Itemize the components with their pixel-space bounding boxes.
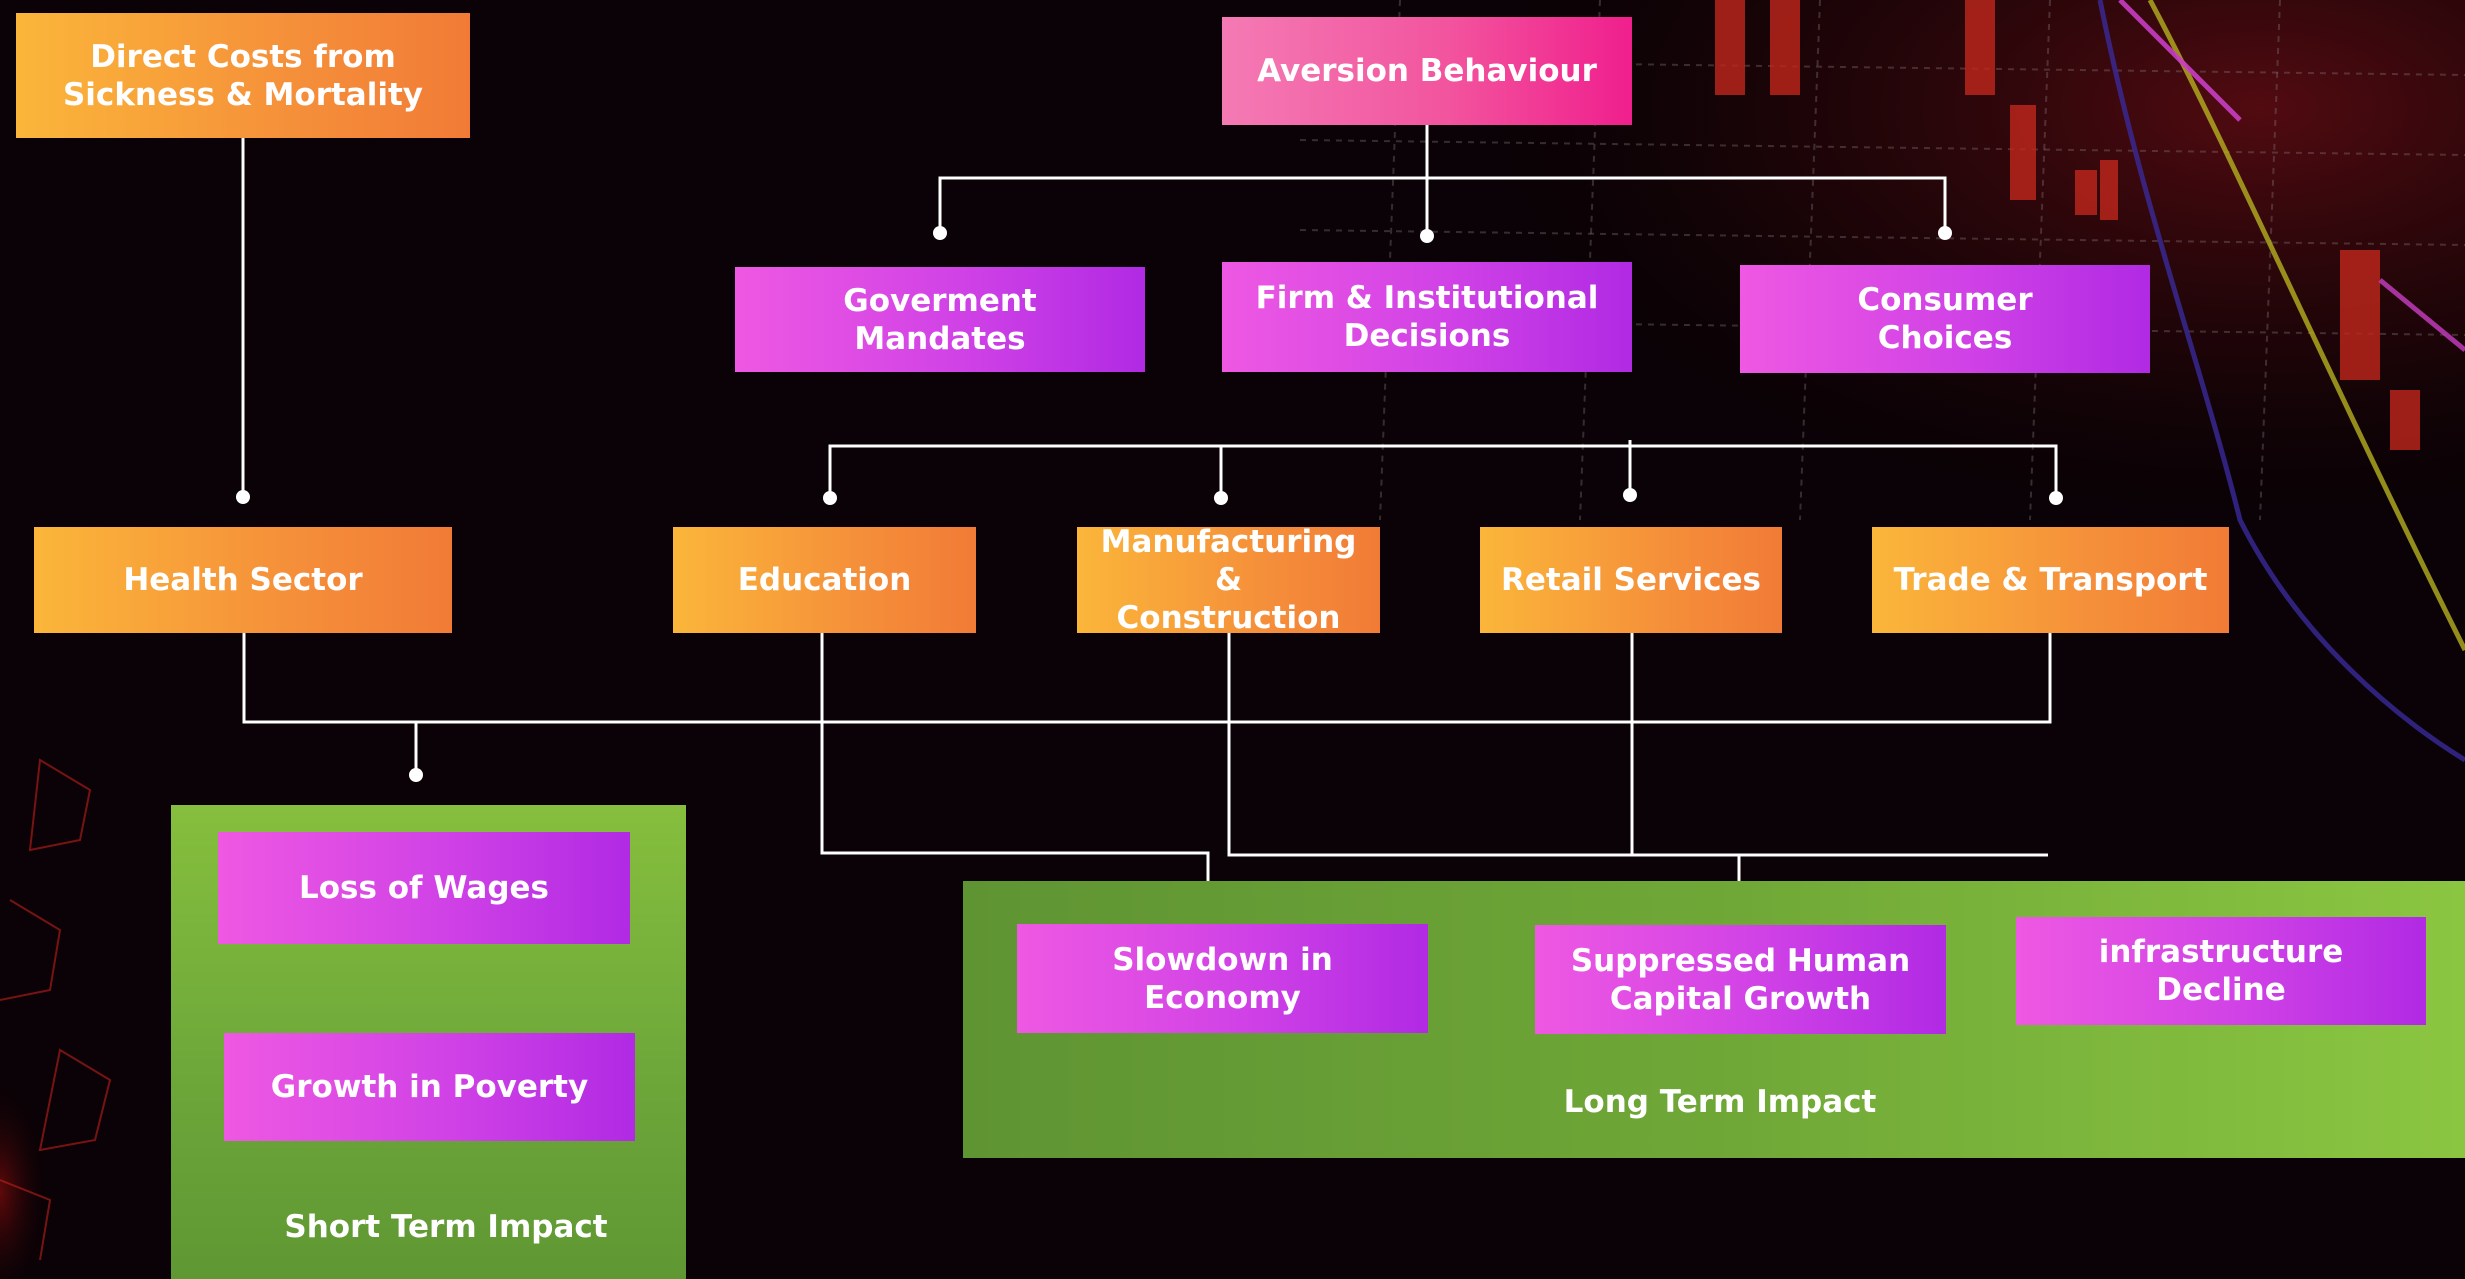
connector-dot (1938, 226, 1952, 240)
suppressed-human-capital-growth-box: Suppressed Human Capital Growth (1535, 925, 1946, 1034)
slowdown-in-economy-box: Slowdown in Economy (1017, 924, 1428, 1033)
connector-dot (1420, 229, 1434, 243)
long-term-impact-label: Long Term Impact (1563, 1084, 1877, 1120)
manufacturing-construction-box: Manufacturing & Construction (1077, 524, 1380, 636)
health-sector-box: Health Sector (34, 527, 452, 633)
consumer-choices-box: Consumer Choices (1740, 265, 2150, 373)
trade-transport-box: Trade & Transport (1872, 527, 2229, 633)
connector-decisions-sectors (828, 440, 2058, 498)
loss-of-wages-box: Loss of Wages (218, 832, 630, 944)
connector-dot (1623, 488, 1637, 502)
growth-in-poverty-box: Growth in Poverty (224, 1033, 635, 1141)
connector-education-slowdown (820, 633, 1210, 908)
connector-dot (409, 768, 423, 782)
connector-dot (823, 491, 837, 505)
connector-dot (2049, 491, 2063, 505)
connector-dot (933, 226, 947, 240)
connector-aversion-decisions (938, 125, 1947, 233)
connector-sectors-long-term (1227, 633, 2048, 908)
connector-sectors-short-term (242, 633, 2052, 775)
aversion-behaviour-box: Aversion Behaviour (1222, 17, 1632, 125)
direct-costs-box: Direct Costs from Sickness & Mortality (16, 13, 470, 138)
firm-institutional-decisions-box: Firm & Institutional Decisions (1222, 262, 1632, 372)
retail-services-box: Retail Services (1480, 527, 1782, 633)
infrastructure-decline-box: infrastructure Decline (2016, 917, 2426, 1025)
government-mandates-box: Goverment Mandates (735, 267, 1145, 372)
short-term-impact-label: Short Term Impact (284, 1209, 608, 1245)
connector-dot (1214, 491, 1228, 505)
education-box: Education (673, 527, 976, 633)
connector-dot (236, 490, 250, 504)
